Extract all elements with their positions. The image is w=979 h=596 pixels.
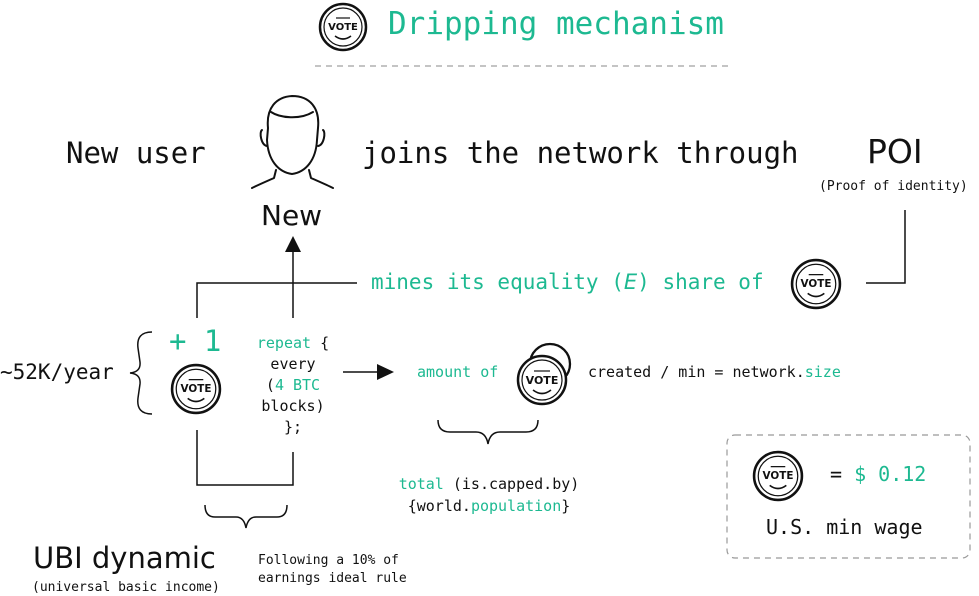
rule-line-2: earnings ideal rule	[258, 571, 407, 586]
paren-open: (	[265, 376, 275, 394]
new-user-label: New user	[66, 136, 206, 170]
plus-one-label: + 1	[169, 324, 222, 358]
rule-line-1: Following a 10% of	[258, 553, 399, 568]
svg-text:VOTE: VOTE	[801, 278, 832, 290]
mines-share-text: mines its equality (E) share of	[371, 270, 764, 294]
mines-text-b: ) share of	[637, 270, 764, 294]
vote-coin-stack-icon: VOTE	[516, 342, 572, 406]
equality-symbol: E	[623, 270, 638, 294]
vote-coin-icon: VOTE	[170, 363, 222, 415]
repeat-open: {	[311, 334, 330, 352]
repeat-loop-connector	[196, 430, 294, 486]
rate-label: ~52K/year	[0, 360, 114, 384]
min-wage-box	[726, 434, 971, 559]
rate-brace	[129, 331, 153, 415]
capped-text: (is.capped.by)	[443, 475, 580, 493]
vote-coin-icon: VOTE	[790, 258, 842, 310]
poi-subtitle: (Proof of identity)	[819, 179, 968, 194]
svg-text:VOTE: VOTE	[181, 383, 212, 395]
brace-close: }	[561, 497, 571, 515]
arrow-right-head	[377, 364, 394, 380]
equals-sign: =	[830, 462, 855, 486]
ubi-title: UBI dynamic	[33, 541, 216, 575]
mines-left-connector	[196, 282, 357, 318]
ubi-subtitle: (universal basic income)	[32, 580, 220, 595]
new-label: New	[261, 199, 323, 232]
cap-text: total (is.capped.by) {world.population}	[384, 473, 594, 517]
svg-text:VOTE: VOTE	[526, 374, 559, 387]
mines-text-a: mines its equality (	[371, 270, 624, 294]
wage-value: $ 0.12	[854, 462, 927, 486]
ubi-rule-text: Following a 10% of earnings ideal rule	[258, 552, 407, 588]
amount-brace	[437, 419, 539, 445]
vote-coin-icon: VOTE	[318, 2, 368, 52]
poi-label: POI	[867, 132, 923, 171]
wage-value-line: = $ 0.12	[830, 462, 926, 486]
svg-text:VOTE: VOTE	[328, 22, 358, 33]
amount-of-label: amount of	[417, 363, 499, 381]
arrow-up-head	[285, 236, 301, 252]
close-brace: };	[283, 418, 303, 436]
user-head-icon	[251, 95, 334, 189]
repeat-code-block: repeat { every (4 BTC blocks) };	[253, 333, 333, 438]
poi-connector	[866, 210, 906, 284]
joins-network-label: joins the network through	[362, 136, 799, 170]
population-keyword: population	[470, 497, 562, 515]
created-text: created / min = network.	[588, 363, 805, 381]
total-keyword: total	[398, 475, 444, 493]
loop-brace	[204, 504, 288, 529]
min-wage-label: U.S. min wage	[766, 515, 923, 539]
repeat-keyword: repeat	[256, 334, 312, 352]
btc-count: 4 BTC	[274, 376, 321, 394]
page-title: Dripping mechanism	[388, 6, 724, 42]
blocks-text: blocks)	[261, 397, 325, 415]
every-text: every	[270, 355, 316, 373]
brace-open: {world.	[407, 497, 471, 515]
created-formula: created / min = network.size	[588, 363, 841, 381]
vote-coin-icon: VOTE	[752, 450, 804, 502]
svg-text:VOTE: VOTE	[763, 470, 794, 482]
size-keyword: size	[804, 363, 841, 381]
